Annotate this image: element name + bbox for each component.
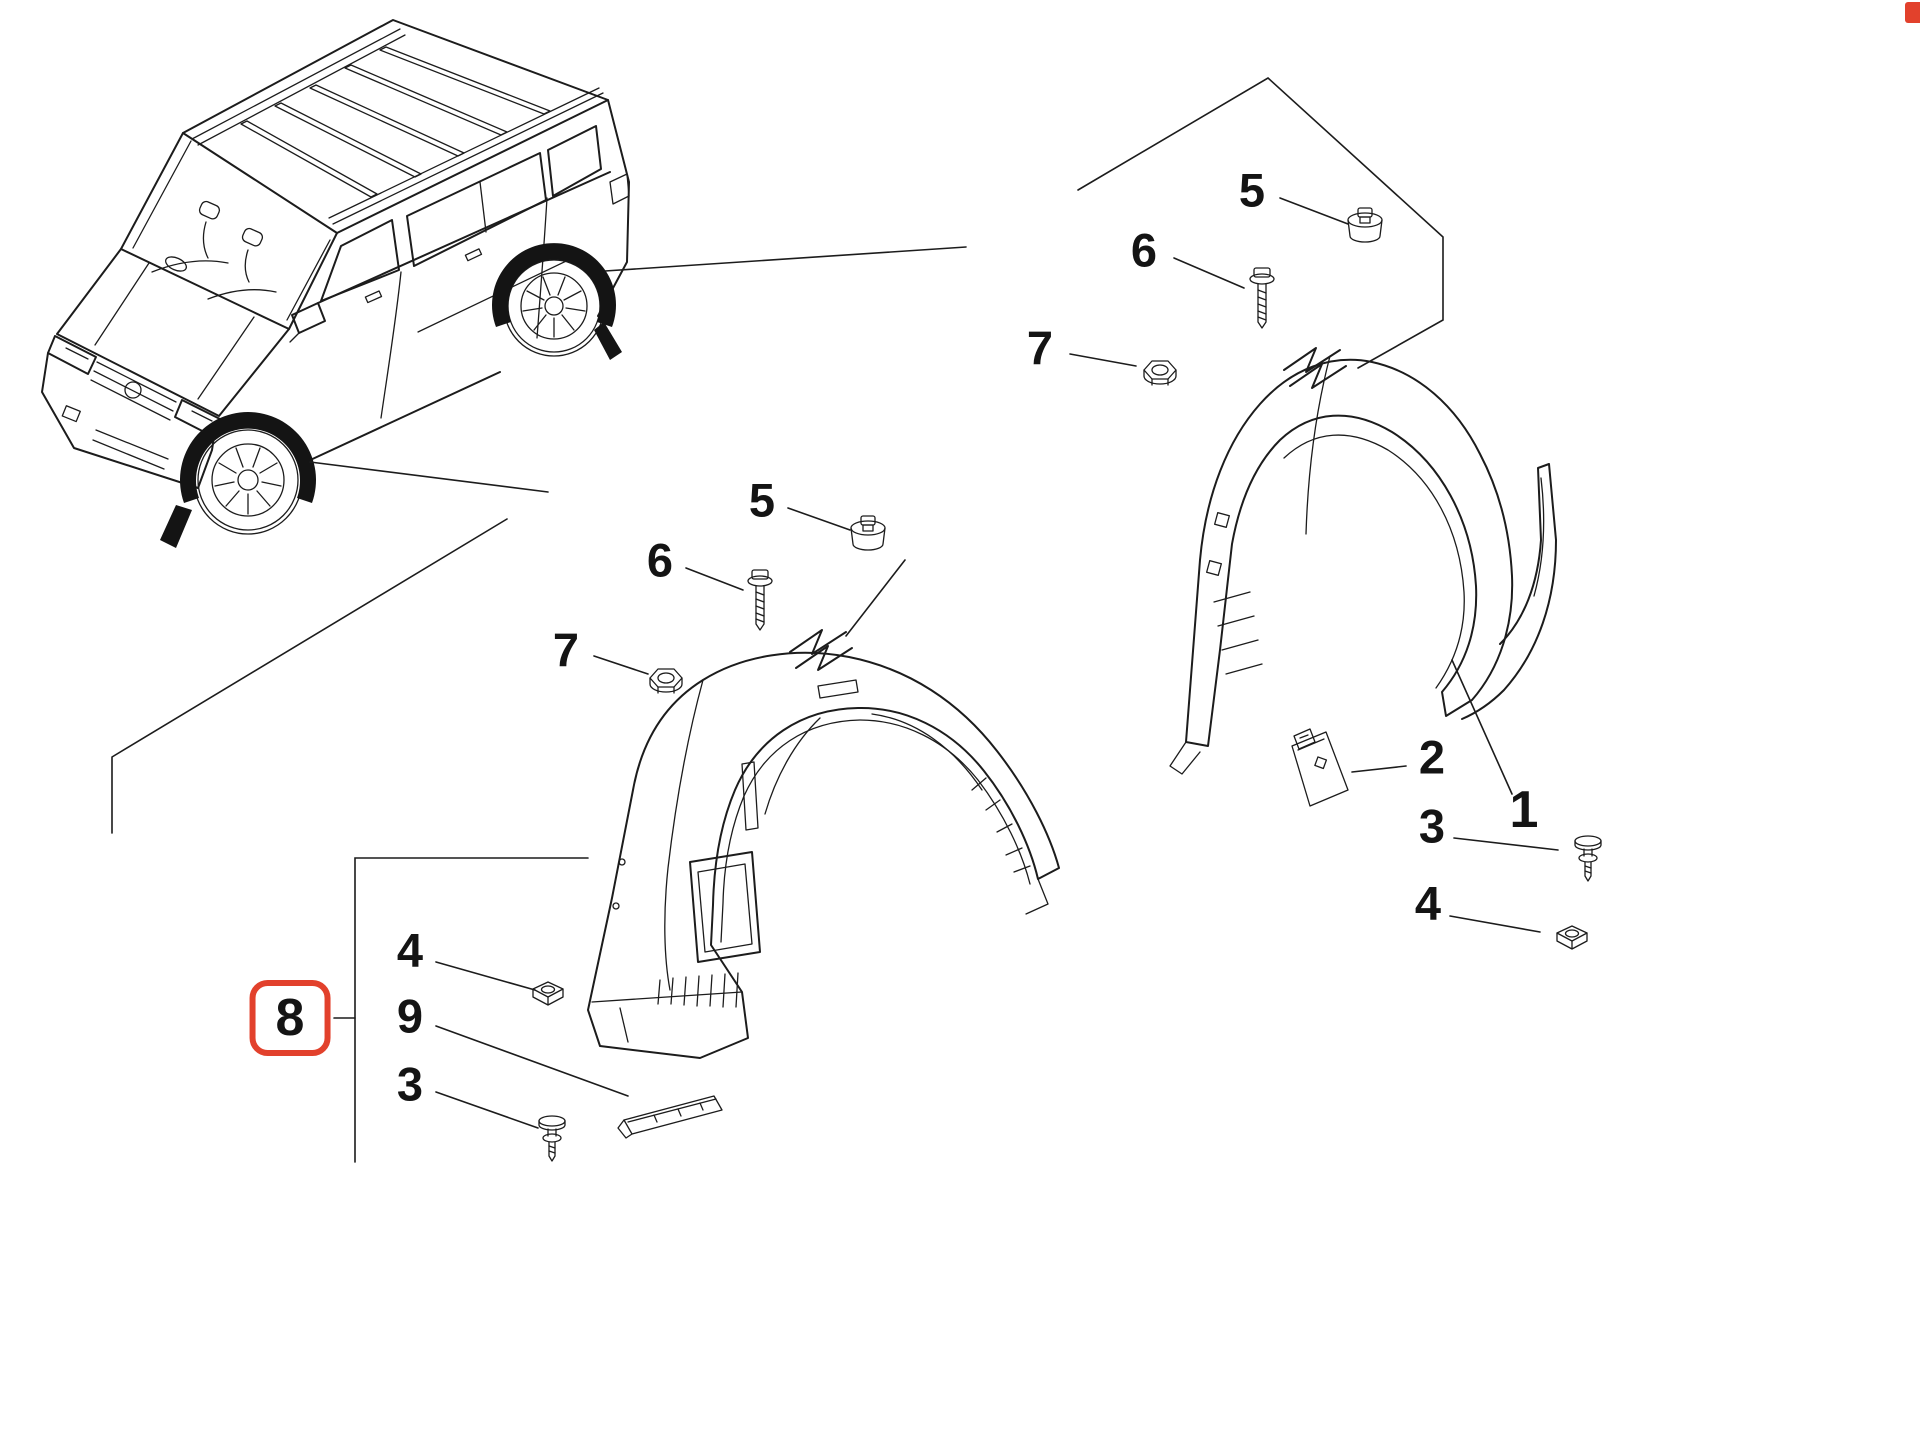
vehicle-windshield [120,132,338,330]
vehicle-hood-front [41,248,290,489]
cropped-edge-artifact [1905,2,1920,23]
callout-label: 3 [396,1057,424,1111]
callout-label: 7 [1026,321,1054,375]
vehicle-illustration [41,19,630,548]
callout-label: 5 [748,473,776,527]
callout-rear-7[interactable]: 7 [1027,325,1053,372]
vehicle-interior [165,200,264,283]
callout-label: 5 [1238,163,1266,217]
callout-9[interactable]: 9 [397,993,423,1040]
push-pin-part-rear-3 [1574,835,1602,882]
callout-rear-5[interactable]: 5 [1239,167,1265,214]
callout-label: 7 [552,623,580,677]
push-pin-part-front-3 [538,1115,566,1162]
callout-front-6[interactable]: 6 [647,537,673,584]
leader-lines [111,77,1559,1163]
callout-4-front[interactable]: 4 [397,927,423,974]
vehicle-arch-liners-highlighted [160,243,622,548]
flange-nut-part-front-7 [649,668,683,694]
callout-1[interactable]: 1 [1510,784,1539,836]
bracket-part-2 [1291,728,1349,807]
callout-label: 4 [1414,876,1442,930]
callout-rear-6[interactable]: 6 [1131,227,1157,274]
callout-label: 6 [646,533,674,587]
u-nut-clip-part-rear-4 [1556,925,1588,950]
callout-label: 6 [1130,223,1158,277]
callout-2[interactable]: 2 [1419,734,1445,781]
vehicle-side [289,125,611,463]
leader-break-icon [1283,347,1347,389]
callout-4-rear[interactable]: 4 [1415,880,1441,927]
callout-label: 2 [1418,730,1446,784]
screw-part-rear-6 [1249,267,1275,329]
callout-front-7[interactable]: 7 [553,627,579,674]
callout-front-5[interactable]: 5 [749,477,775,524]
sill-strip-part-9 [617,1095,723,1139]
expansion-nut-part-rear-5 [1347,207,1383,243]
callout-8-highlighted[interactable]: 8 [249,980,331,1056]
front-wheelhouse-liner-drawing [587,651,1060,1059]
screw-part-front-6 [747,569,773,631]
rear-wheelhouse-liner-drawing [1169,355,1557,775]
callout-label: 9 [396,989,424,1043]
expansion-nut-part-front-5 [850,515,886,551]
u-nut-clip-part-front-4 [532,981,564,1006]
callout-label: 8 [275,989,305,1047]
flange-nut-part-rear-7 [1143,360,1177,386]
callout-label: 3 [1418,799,1446,853]
callout-label: 1 [1509,781,1539,839]
callout-3-rear[interactable]: 3 [1419,803,1445,850]
callout-3-front[interactable]: 3 [397,1061,423,1108]
leader-break-icon [789,629,853,671]
callout-label: 4 [396,923,424,977]
